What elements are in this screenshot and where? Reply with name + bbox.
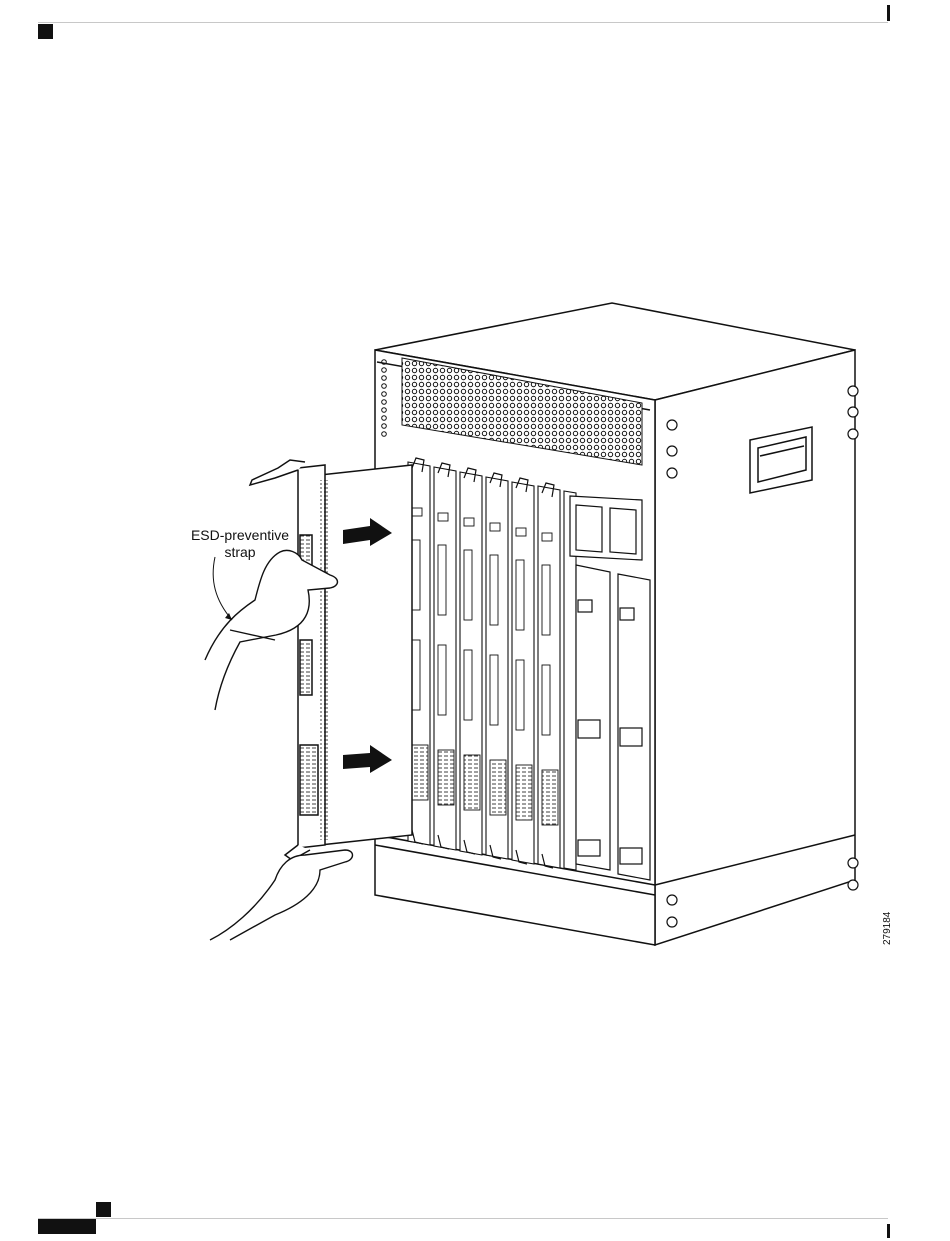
chassis-illustration: ESD-preventive strap 279184 [180,290,900,960]
footer-tick [887,1224,890,1238]
esd-callout-line2: strap [224,544,255,560]
header-rule [38,22,888,23]
right-modules [570,496,650,880]
footer-marker [96,1202,111,1217]
header-marker [38,24,53,39]
footer-rule [38,1218,888,1219]
header-tick [887,5,890,21]
inserted-card [250,460,412,860]
esd-leader-arrow [225,613,232,620]
esd-leader-line [213,557,232,620]
footer-tab [38,1219,96,1234]
figure-number: 279184 [882,911,893,945]
esd-callout-line1: ESD-preventive [191,527,289,543]
